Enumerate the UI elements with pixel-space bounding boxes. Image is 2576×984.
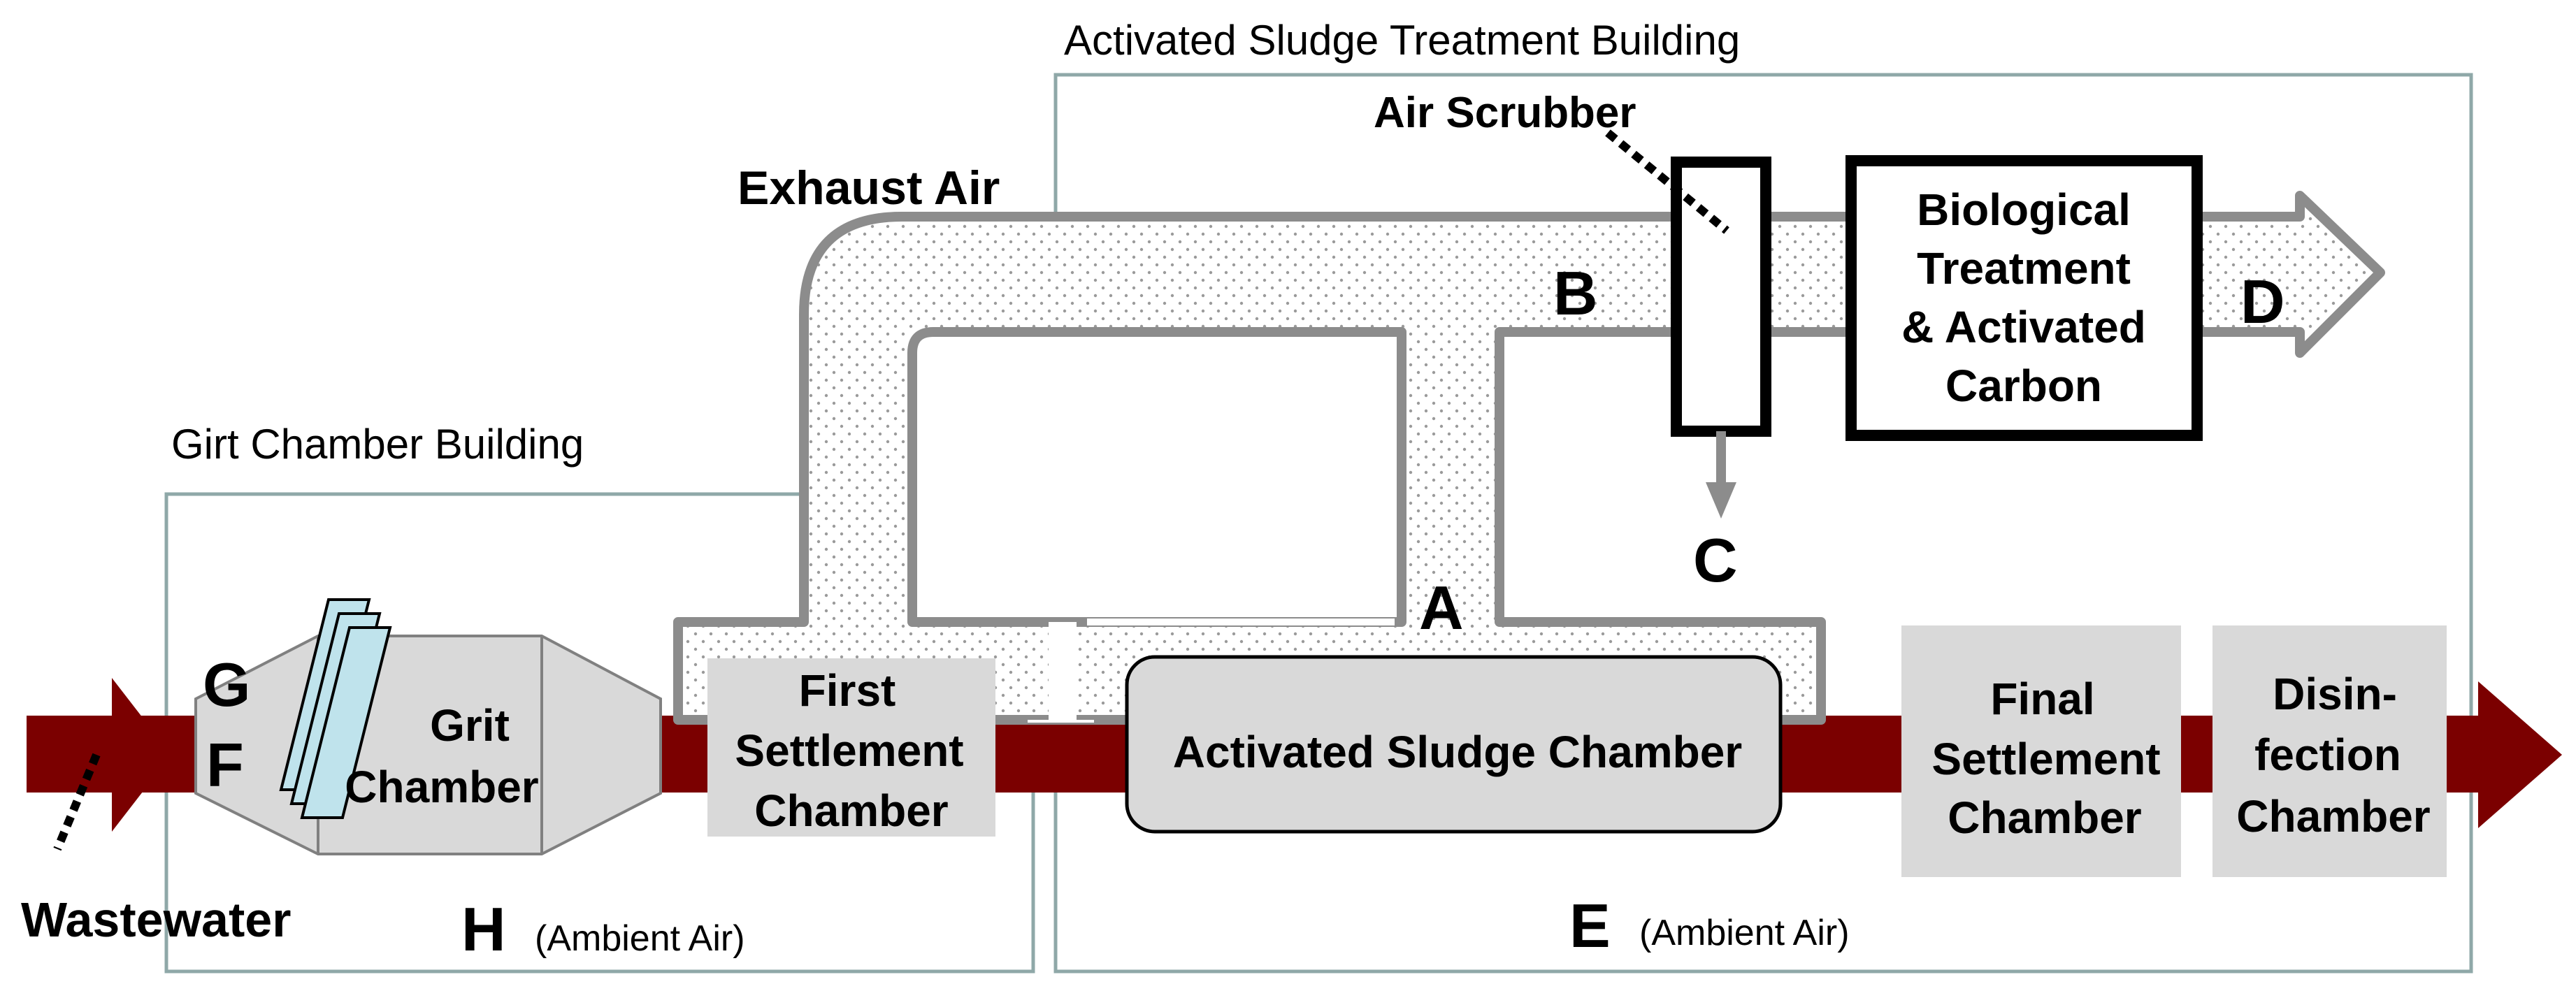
exhaust-air-label: Exhaust Air	[737, 161, 1000, 215]
ambient-air-h-label: (Ambient Air)	[535, 918, 745, 959]
wastewater-pointer	[53, 753, 101, 851]
final-settlement-label: Final Settlement Chamber	[1931, 674, 2160, 843]
svg-text:Chamber: Chamber	[1948, 793, 2141, 843]
first-settlement-chamber	[707, 658, 995, 837]
svg-text:Final: Final	[1990, 674, 2094, 724]
grit-chamber-label: Grit Chamber	[345, 700, 538, 812]
point-f: F	[206, 730, 244, 800]
svg-text:First: First	[799, 665, 896, 716]
point-g: G	[203, 650, 250, 719]
svg-text:fection: fection	[2254, 730, 2401, 780]
first-settlement-label: First Settlement Chamber	[735, 665, 963, 836]
biological-treatment-box	[1845, 155, 2203, 441]
svg-text:Disin-: Disin-	[2273, 669, 2397, 719]
point-d: D	[2240, 267, 2285, 336]
wastewater-label: Wastewater	[21, 892, 291, 947]
svg-text:Settlement: Settlement	[1931, 734, 2160, 784]
svg-text:Grit: Grit	[430, 700, 510, 751]
grit-chamber-building-label: Girt Chamber Building	[171, 421, 584, 468]
svg-text:Chamber: Chamber	[345, 762, 538, 812]
biological-treatment-label: Biological Treatment & Activated Carbon	[1901, 184, 2146, 411]
air-scrubber-pointer	[1605, 129, 1729, 234]
point-a: A	[1419, 573, 1464, 642]
activated-sludge-chamber-label: Activated Sludge Chamber	[1173, 727, 1742, 777]
point-b: B	[1553, 259, 1598, 328]
svg-text:Carbon: Carbon	[1945, 361, 2102, 411]
svg-text:Chamber: Chamber	[2236, 791, 2430, 841]
activated-sludge-building-label: Activated Sludge Treatment Building	[1064, 17, 1740, 64]
svg-text:Settlement: Settlement	[735, 725, 963, 776]
svg-text:Treatment: Treatment	[1917, 243, 2131, 294]
point-c: C	[1693, 526, 1738, 595]
svg-text:Biological: Biological	[1917, 184, 2131, 235]
air-scrubber-label: Air Scrubber	[1374, 89, 1636, 137]
svg-text:Chamber: Chamber	[754, 786, 948, 836]
activated-sludge-chamber	[1125, 655, 1783, 834]
point-h: H	[461, 895, 506, 964]
final-settlement-chamber	[1901, 625, 2181, 877]
ambient-air-e-label: (Ambient Air)	[1639, 913, 1850, 953]
svg-text:& Activated: & Activated	[1901, 302, 2146, 352]
grit-chamber	[194, 635, 662, 855]
disinfection-label: Disin- fection Chamber	[2236, 669, 2430, 841]
point-e: E	[1569, 891, 1611, 960]
screen-icon	[279, 598, 392, 819]
disinfection-chamber	[2212, 625, 2447, 877]
scrubber-outlet-arrow	[1706, 431, 1736, 519]
